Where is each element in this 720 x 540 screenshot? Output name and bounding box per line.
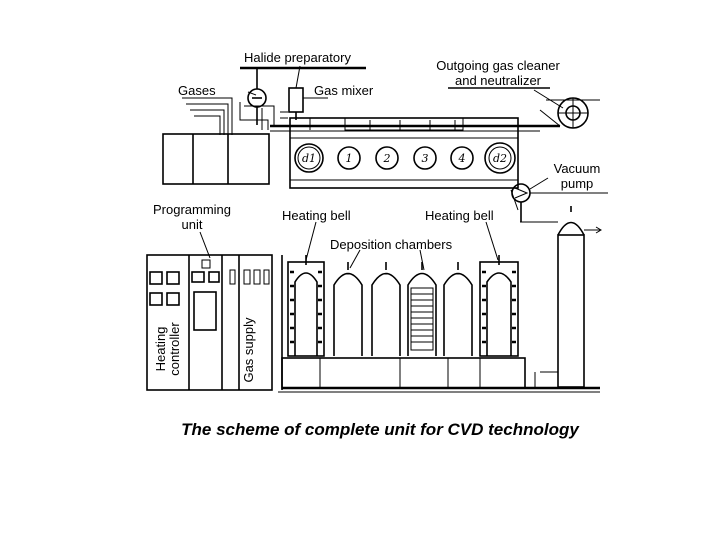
control-cabinet-lower [146,254,273,391]
deposition-chamber-4 [407,262,437,356]
deposition-chamber-3 [371,262,401,356]
gas-control-cabinet [162,133,270,185]
exhaust-column [520,206,602,388]
vacuum-pump [510,183,608,222]
marker-3: 3 [422,152,429,165]
marker-2: 2 [383,152,391,165]
heating-bell-right-label: Heating bell [425,208,494,223]
chamber-markers [294,142,516,174]
deposition-chamber-1 [287,255,325,357]
deposition-chamber-5 [443,262,473,356]
chamber-manifold [289,117,519,189]
deposition-chamber-6 [479,255,519,357]
marker-d2: d2 [493,152,507,165]
heating-bell-left-label: Heating bell [282,208,351,223]
chamber-frame [278,255,600,393]
outgoing-gas-cleaner-label: Outgoing gas cleaner and neutralizer [436,58,560,88]
leader-lines [199,65,564,271]
gases-label: Gases [178,83,216,98]
diagram-caption: The scheme of complete unit for CVD tech… [181,420,579,439]
outgoing-gas-cleaner [546,97,600,129]
gas-mixer-label: Gas mixer [314,83,374,98]
halide-preparatory-unit [247,68,267,125]
deposition-chambers-label: Deposition chambers [330,237,453,252]
marker-4: 4 [458,152,466,165]
main-gas-pipe [270,109,561,132]
marker-d1: d1 [302,152,316,165]
deposition-chamber-2 [333,262,363,356]
vacuum-pump-label: Vacuum pump [553,161,601,191]
marker-1: 1 [346,152,353,165]
halide-preparatory-label: Halide preparatory [244,50,351,65]
programming-unit-label: Programming unit [152,202,232,232]
heating-controller-label: Heating controller [153,322,182,376]
gas-supply-label: Gas supply [241,317,256,383]
gas-lines [182,97,290,135]
